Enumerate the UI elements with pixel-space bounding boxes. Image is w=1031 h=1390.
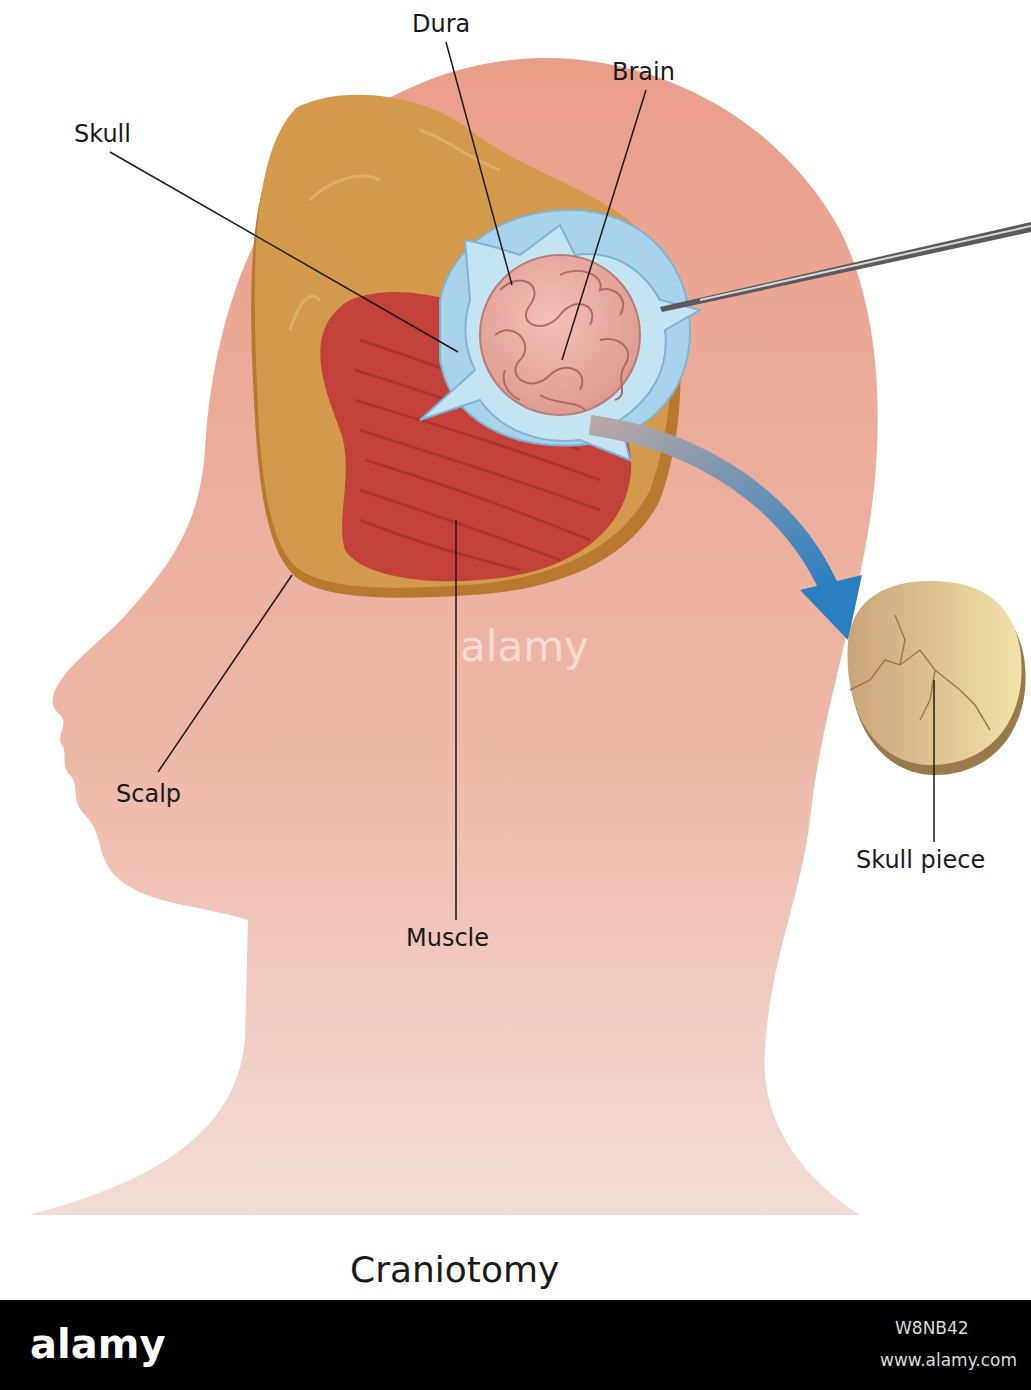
surgical-instrument bbox=[660, 222, 1031, 312]
part-label: Brain bbox=[612, 58, 675, 87]
part-label: Skull piece bbox=[856, 846, 985, 875]
skull-suture bbox=[850, 615, 990, 730]
removal-arrow bbox=[590, 425, 830, 590]
watermark: alamy bbox=[460, 622, 589, 672]
head-silhouette bbox=[30, 58, 878, 1215]
part-label: Skull bbox=[74, 120, 131, 149]
watermark: alamy bbox=[30, 1320, 165, 1368]
part-label: Muscle bbox=[406, 924, 489, 953]
instrument-shine bbox=[700, 226, 1031, 300]
watermark-bar bbox=[0, 1300, 1031, 1390]
brain-gyri bbox=[495, 271, 628, 410]
part-label: Dura bbox=[412, 10, 470, 39]
leader-lines bbox=[110, 42, 934, 920]
brain-surface bbox=[480, 255, 640, 415]
watermark: W8NB42 bbox=[895, 1318, 969, 1338]
dura-flap bbox=[420, 225, 700, 460]
watermark: www.alamy.com bbox=[880, 1350, 1017, 1370]
part-label: Scalp bbox=[116, 780, 181, 809]
caption: Craniotomy bbox=[350, 1248, 559, 1291]
